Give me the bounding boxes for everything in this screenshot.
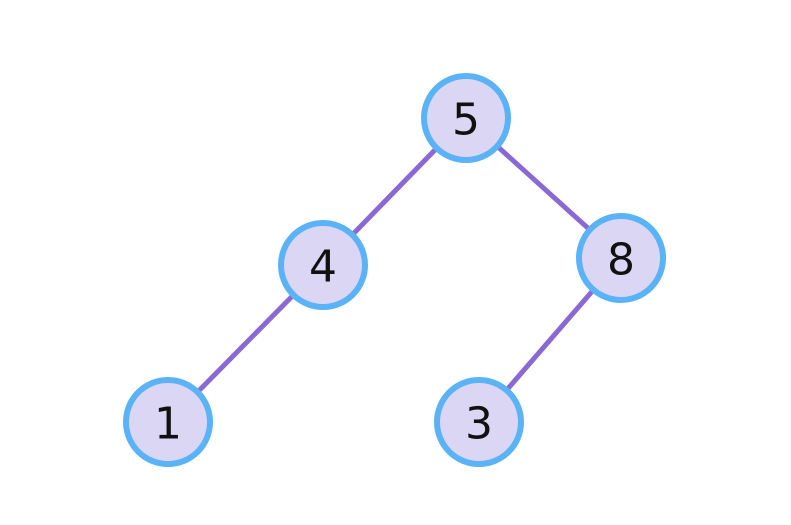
node-circle xyxy=(278,220,368,310)
tree-node-1: 1 xyxy=(123,377,213,467)
tree-node-5: 5 xyxy=(421,73,511,163)
tree-node-4: 4 xyxy=(278,220,368,310)
node-label: 5 xyxy=(452,95,480,146)
node-circle xyxy=(123,377,213,467)
edges-layer xyxy=(166,116,623,424)
node-label: 8 xyxy=(607,235,635,286)
node-circle xyxy=(576,213,666,303)
node-circle xyxy=(434,377,524,467)
tree-node-3: 3 xyxy=(434,377,524,467)
node-label: 4 xyxy=(309,242,337,293)
tree-node-8: 8 xyxy=(576,213,666,303)
node-label: 3 xyxy=(465,399,493,450)
node-circle xyxy=(421,73,511,163)
node-label: 1 xyxy=(154,399,182,450)
nodes-layer: 5 4 8 1 3 xyxy=(123,73,666,467)
